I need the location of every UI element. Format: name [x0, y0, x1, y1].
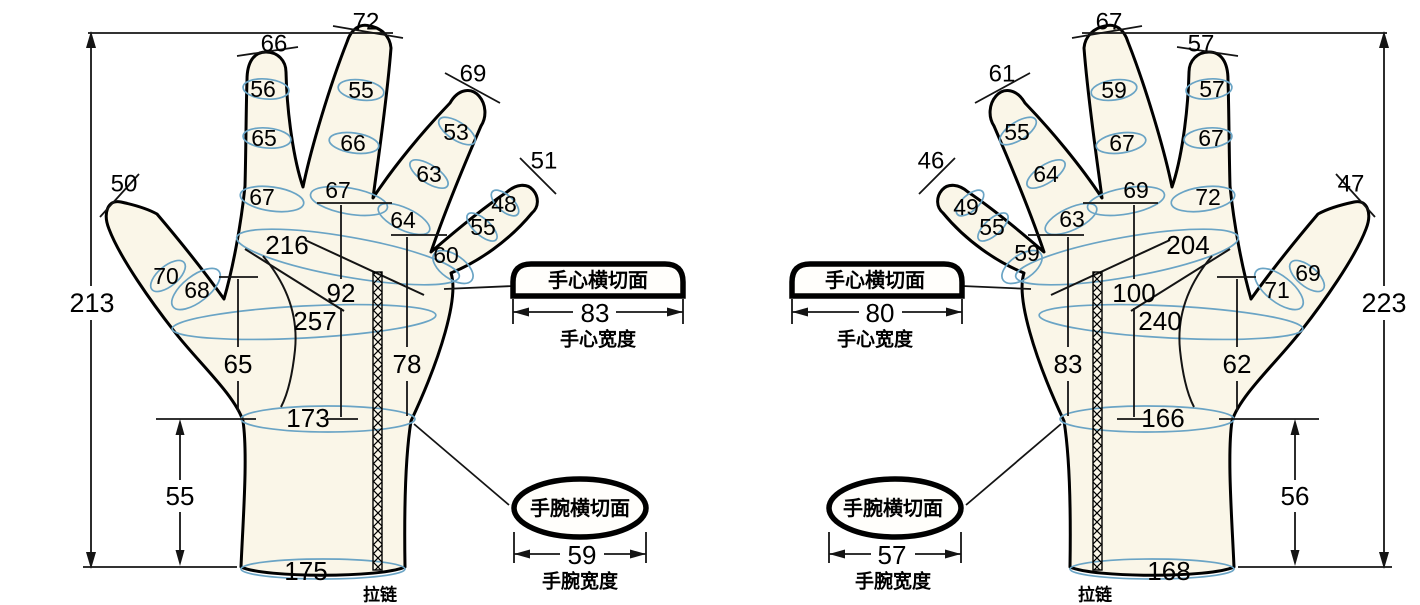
left-wrist-section-title: 手腕横切面 — [530, 496, 630, 520]
right-index-base-girth: 72 — [1195, 184, 1221, 210]
left-index-girth-2: 65 — [251, 125, 277, 151]
left-cuff-girth: 175 — [284, 556, 327, 586]
right-middle-girth-2: 67 — [1109, 130, 1135, 156]
right-palm-width-caption: 手心宽度 — [837, 328, 914, 351]
right-cuff-length: 56 — [1281, 481, 1310, 511]
right-wrist-section-title: 手腕横切面 — [843, 496, 943, 520]
left-middle-base-girth: 67 — [325, 177, 351, 203]
left-ring-base-girth: 64 — [390, 207, 416, 233]
right-ring-base-girth: 63 — [1059, 206, 1085, 232]
left-glove-labels: 213 50 66 72 69 51 56 65 55 66 53 63 48 … — [69, 9, 648, 605]
left-little-to-wrist: 78 — [393, 349, 422, 379]
left-ring-girth-1: 53 — [443, 119, 469, 145]
left-little-girth-1: 48 — [491, 191, 517, 217]
right-little-to-wrist: 83 — [1054, 349, 1083, 379]
right-palm-section-title: 手心横切面 — [825, 268, 925, 292]
left-little-tip-width: 51 — [531, 148, 558, 175]
right-middle-tip-width: 67 — [1096, 9, 1123, 36]
right-glove-labels: 223 47 57 67 61 46 57 67 59 67 55 64 49 … — [825, 9, 1407, 605]
left-palm-length: 92 — [327, 278, 356, 308]
right-thumb-girth-1: 69 — [1295, 260, 1321, 286]
right-palm-girth: 240 — [1138, 306, 1181, 336]
left-index-girth-1: 56 — [250, 76, 276, 102]
left-ring-girth-2: 63 — [416, 161, 442, 187]
left-wrist-girth: 173 — [286, 403, 329, 433]
left-total-length: 213 — [69, 288, 114, 318]
right-index-girth-1: 57 — [1199, 76, 1225, 102]
right-knuckle-girth: 204 — [1166, 230, 1209, 260]
left-thumb-base-girth: 68 — [184, 277, 210, 303]
left-ring-tip-width: 69 — [460, 61, 487, 88]
right-little-tip-width: 46 — [918, 148, 945, 175]
right-little-girth-1: 49 — [953, 194, 979, 220]
left-palm-width-value: 83 — [581, 298, 610, 328]
right-ring-girth-1: 55 — [1004, 119, 1030, 145]
left-index-tip-width: 66 — [261, 31, 288, 58]
right-palm-length: 100 — [1112, 278, 1155, 308]
right-ring-girth-2: 64 — [1033, 161, 1059, 187]
left-knuckle-girth: 216 — [265, 230, 308, 260]
right-thumb-base-girth: 71 — [1264, 277, 1290, 303]
right-thumb-tip-width: 47 — [1338, 171, 1365, 198]
left-zipper-label: 拉链 — [363, 585, 398, 605]
left-thumb-girth-1: 70 — [153, 263, 179, 289]
right-total-length: 223 — [1361, 288, 1406, 318]
left-wrist-width-value: 59 — [568, 540, 597, 570]
left-middle-girth-1: 55 — [348, 77, 374, 103]
right-wrist-girth: 166 — [1141, 403, 1184, 433]
right-ring-tip-width: 61 — [989, 61, 1016, 88]
left-little-base-girth: 60 — [433, 242, 459, 268]
right-zipper-label: 拉链 — [1078, 585, 1113, 605]
right-little-base-girth: 59 — [1014, 240, 1040, 266]
right-little-girth-2: 55 — [979, 214, 1005, 240]
right-wrist-width-caption: 手腕宽度 — [855, 570, 932, 593]
left-thumb-tip-width: 50 — [111, 171, 138, 198]
left-cuff-length: 55 — [166, 481, 195, 511]
right-wrist-width-value: 57 — [878, 540, 907, 570]
left-little-girth-2: 55 — [470, 214, 496, 240]
left-index-base-girth: 67 — [249, 184, 275, 210]
right-middle-base-girth: 69 — [1123, 177, 1149, 203]
left-thumb-to-wrist: 65 — [224, 349, 253, 379]
right-middle-girth-1: 59 — [1101, 77, 1127, 103]
left-middle-girth-2: 66 — [340, 130, 366, 156]
left-palm-section-title: 手心横切面 — [548, 268, 648, 292]
left-middle-tip-width: 72 — [353, 9, 380, 36]
right-cuff-girth: 168 — [1147, 556, 1190, 586]
left-palm-girth: 257 — [293, 306, 336, 336]
right-index-tip-width: 57 — [1188, 31, 1215, 58]
right-index-girth-2: 67 — [1198, 125, 1224, 151]
left-wrist-width-caption: 手腕宽度 — [542, 570, 619, 593]
left-palm-width-caption: 手心宽度 — [560, 328, 637, 351]
right-thumb-to-wrist: 62 — [1223, 349, 1252, 379]
right-palm-width-value: 80 — [866, 298, 895, 328]
